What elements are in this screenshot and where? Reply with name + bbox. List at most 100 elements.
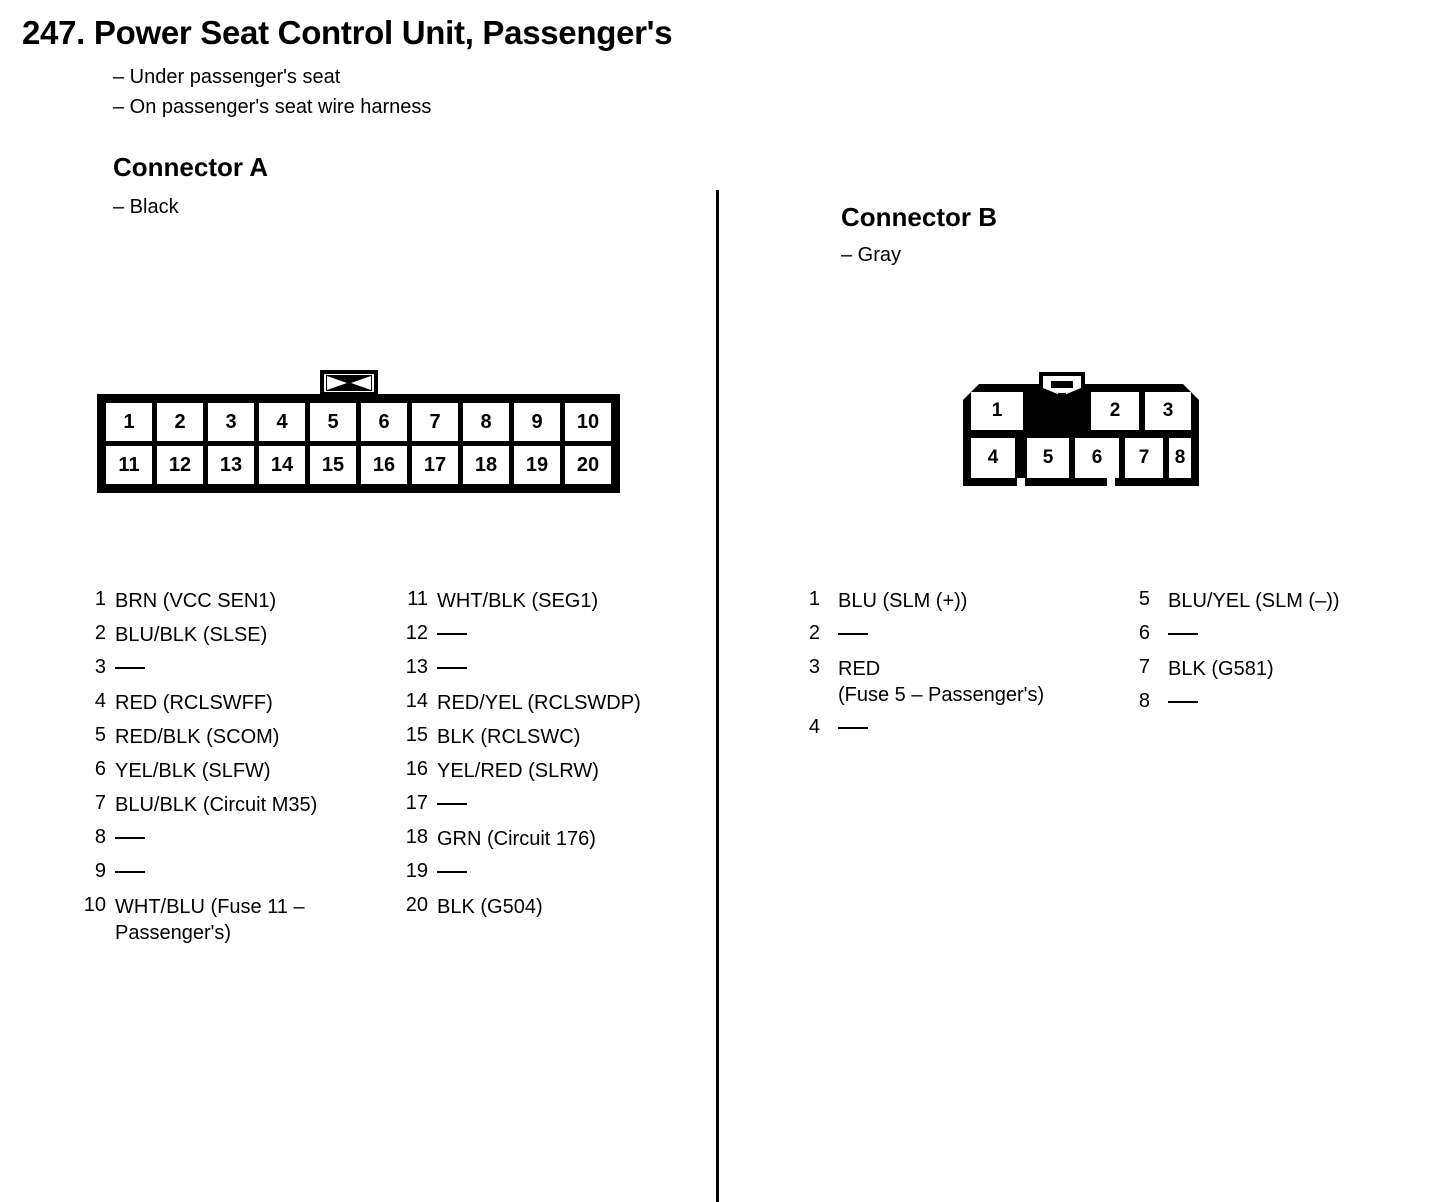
- pin-number: 5: [94, 724, 106, 746]
- pin-cell: 17: [412, 446, 458, 484]
- pin-number: 4: [94, 690, 106, 712]
- pin-cell: 8: [1169, 438, 1191, 478]
- page-title: 247. Power Seat Control Unit, Passenger'…: [22, 14, 673, 51]
- pin-description: YEL/BLK (SLFW): [115, 760, 271, 782]
- pin-list-row: 17: [398, 792, 698, 818]
- connector-b-pin-cells: 1 2 3 4 5 6 7 8: [963, 384, 1199, 486]
- bowtie-icon: [326, 375, 372, 391]
- pin-cell: 9: [514, 403, 560, 441]
- pin-list-row: 15 BLK (RCLSWC): [398, 724, 698, 750]
- pin-description: WHT/BLU (Fuse 11 – Passenger's): [115, 896, 305, 944]
- pin-description: [437, 860, 698, 886]
- pin-description: BLK (G504): [437, 896, 543, 918]
- pin-description: [115, 656, 400, 682]
- empty-pin-dash-icon: [115, 871, 145, 873]
- empty-pin-dash-icon: [838, 633, 868, 635]
- pin-cell: 15: [310, 446, 356, 484]
- empty-pin-dash-icon: [1168, 633, 1198, 635]
- pin-list-row: 8: [1130, 690, 1420, 716]
- pin-number: 6: [1138, 622, 1150, 644]
- connector-a-color-label: – Black: [113, 196, 179, 218]
- pin-number: 19: [405, 860, 428, 882]
- connector-a-heading: Connector A: [113, 152, 269, 182]
- pin-number: 10: [83, 894, 106, 916]
- pin-description: [838, 716, 1100, 742]
- pin-list-row: 2: [800, 622, 1100, 648]
- pin-description: [437, 656, 698, 682]
- pin-number: 20: [405, 894, 428, 916]
- pin-cell: 12: [157, 446, 203, 484]
- empty-pin-dash-icon: [437, 803, 467, 805]
- pin-number: 13: [405, 656, 428, 678]
- pin-description: RED (RCLSWFF): [115, 692, 273, 714]
- pin-cell: 11: [106, 446, 152, 484]
- pin-description: BLK (G581): [1168, 658, 1274, 680]
- empty-pin-dash-icon: [1168, 701, 1198, 703]
- pin-cell: 18: [463, 446, 509, 484]
- pin-description: BLU/BLK (Circuit M35): [115, 794, 318, 816]
- connector-b-heading: Connector B: [841, 202, 997, 232]
- pin-description: BRN (VCC SEN1): [115, 590, 277, 612]
- pin-number: 11: [407, 588, 428, 610]
- pin-number: 17: [405, 792, 428, 814]
- pin-cell: 10: [565, 403, 611, 441]
- pin-cell: 3: [1145, 392, 1191, 430]
- location-note-2: – On passenger's seat wire harness: [113, 96, 432, 118]
- pin-description: BLK (RCLSWC): [437, 726, 581, 748]
- pin-description: [1168, 690, 1420, 716]
- connector-b-locking-tab: [1039, 372, 1085, 402]
- pin-cell: 7: [412, 403, 458, 441]
- pin-list-row: 3: [80, 656, 400, 682]
- pin-number: 7: [94, 792, 106, 814]
- pin-list-row: 9: [80, 860, 400, 886]
- connector-a-pin-grid: 1 2 3 4 5 6 7 8 9 10 11 12 13 14 15 16 1…: [97, 394, 620, 493]
- pin-list-row: 4 RED (RCLSWFF): [80, 690, 400, 716]
- pin-description: [115, 826, 400, 852]
- pin-number: 14: [405, 690, 428, 712]
- location-note-1: – Under passenger's seat: [113, 66, 341, 88]
- pin-list-row: 11 WHT/BLK (SEG1): [398, 588, 698, 614]
- pin-description: RED/BLK (SCOM): [115, 726, 280, 748]
- pin-cell: 6: [1075, 438, 1119, 478]
- pin-cell: 2: [1091, 392, 1139, 430]
- pin-description: BLU/YEL (SLM (–)): [1168, 590, 1340, 612]
- pin-list-row: 6: [1130, 622, 1420, 648]
- pin-cell: 20: [565, 446, 611, 484]
- empty-pin-dash-icon: [437, 667, 467, 669]
- pin-number: 5: [1138, 588, 1150, 610]
- pin-number: 2: [808, 622, 820, 644]
- pin-list-row: 18 GRN (Circuit 176): [398, 826, 698, 852]
- pin-cell: 1: [971, 392, 1023, 430]
- pin-list-row: 13: [398, 656, 698, 682]
- pin-description: GRN (Circuit 176): [437, 828, 596, 850]
- pin-description: WHT/BLK (SEG1): [437, 590, 599, 612]
- pin-cell: 16: [361, 446, 407, 484]
- pin-description: [838, 622, 1100, 648]
- pin-number: 15: [405, 724, 428, 746]
- bowtie-icon: [1043, 388, 1081, 402]
- pin-description: YEL/RED (SLRW): [437, 760, 599, 782]
- empty-pin-dash-icon: [437, 871, 467, 873]
- pin-cell: 7: [1125, 438, 1163, 478]
- pin-cell: 13: [208, 446, 254, 484]
- pin-cell: 4: [971, 438, 1015, 478]
- pin-cell: 5: [310, 403, 356, 441]
- tab-slot-icon: [1051, 381, 1073, 388]
- pin-description: [1168, 622, 1420, 648]
- connector-b-pin-diagram: 1 2 3 4 5 6 7 8: [963, 372, 1203, 500]
- pin-list-row: 20 BLK (G504): [398, 894, 698, 920]
- pin-list-row: 8: [80, 826, 400, 852]
- pin-number: 18: [405, 826, 428, 848]
- pin-number: 1: [94, 588, 106, 610]
- pin-list-row: 5 BLU/YEL (SLM (–)): [1130, 588, 1420, 614]
- pin-description: [437, 792, 698, 818]
